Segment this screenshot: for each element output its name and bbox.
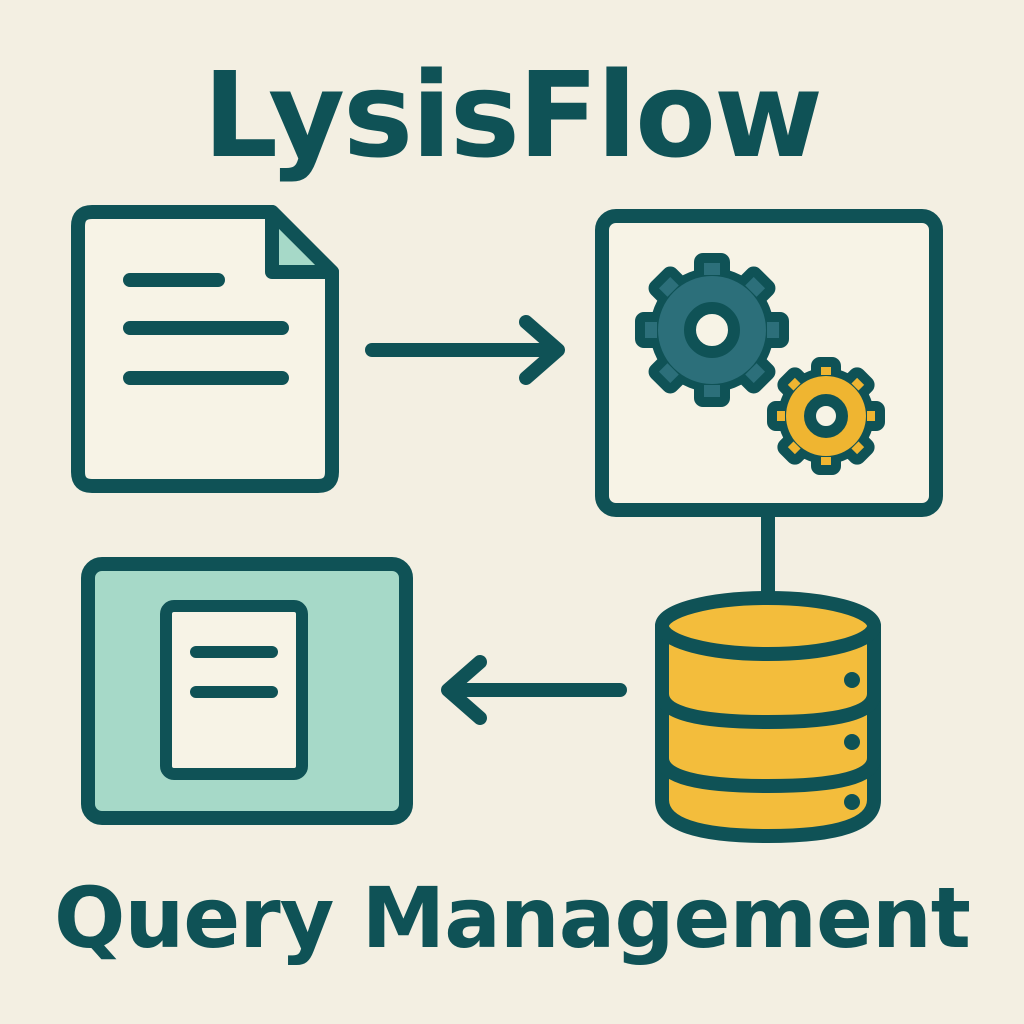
database-icon xyxy=(655,591,881,843)
small-gear-icon xyxy=(767,357,885,475)
document-icon xyxy=(71,205,339,493)
large-gear-icon xyxy=(635,253,789,407)
diagram-subtitle: Query Management xyxy=(54,869,971,967)
diagram-title: LysisFlow xyxy=(202,46,823,184)
arrow-left-icon xyxy=(441,655,627,725)
gears-panel-icon xyxy=(595,209,943,517)
result-panel-icon xyxy=(81,557,413,825)
arrow-right-icon xyxy=(365,315,565,385)
